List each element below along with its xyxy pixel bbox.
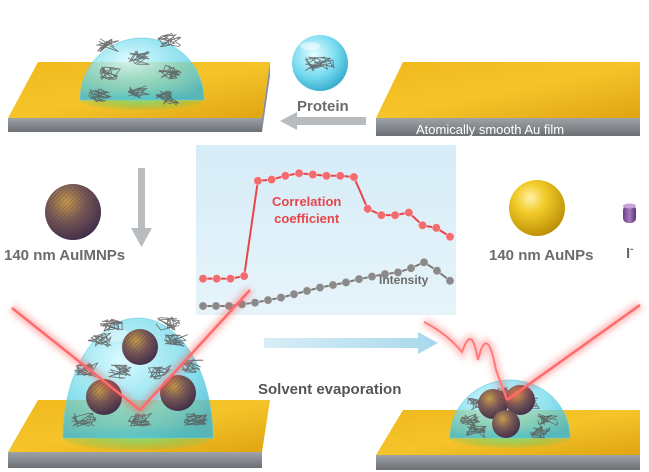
aulmnp-sphere <box>45 184 101 240</box>
series-0-point-17 <box>431 223 441 233</box>
correlation-label-line1: Correlation <box>272 194 342 209</box>
protein-molecule-br-0 <box>459 413 480 427</box>
solvent-evaporation-label: Solvent evaporation <box>258 381 402 398</box>
protein-molecule-bl-1 <box>163 334 188 347</box>
series-1-point-1 <box>211 301 221 311</box>
protein-molecule-6 <box>155 90 180 106</box>
protein-molecule-small <box>304 56 335 72</box>
protein-molecule-5 <box>87 88 112 103</box>
series-0-point-8 <box>308 169 318 180</box>
protein-molecule-bl-4 <box>107 364 132 379</box>
protein-molecule-7 <box>127 85 150 99</box>
protein-molecules-bottom-left <box>71 316 208 427</box>
intensity-series-label: Intensity <box>379 273 429 287</box>
protein-molecule-1 <box>157 32 182 48</box>
protein-molecule-4 <box>127 50 150 65</box>
protein-molecule-3 <box>157 64 182 80</box>
laser-beam-left <box>9 286 254 417</box>
series-0-point-18 <box>445 232 455 242</box>
series-1-point-13 <box>367 271 377 282</box>
protein-molecule-br-6 <box>465 425 487 439</box>
series-1-point-8 <box>302 286 312 296</box>
series-1-point-5 <box>263 295 273 305</box>
solvent-arrow <box>264 332 438 354</box>
correlation-label-line2: coefficient <box>274 211 340 226</box>
protein-molecule-br-1 <box>537 413 559 427</box>
series-1-point-7 <box>289 289 299 299</box>
protein-molecule-bl-10 <box>155 316 181 331</box>
series-1-point-16 <box>406 263 416 273</box>
protein-molecule-bl-9 <box>99 318 124 332</box>
series-1-point-15 <box>393 267 403 277</box>
series-1-point-6 <box>276 292 286 303</box>
series-0-point-3 <box>239 271 249 281</box>
protein-molecule-bl-8 <box>183 412 208 426</box>
series-0-point-1 <box>212 274 222 284</box>
protein-icon <box>292 35 348 91</box>
series-0-point-0 <box>198 274 208 284</box>
protein-molecule-br-3 <box>467 397 489 411</box>
arrow-down <box>131 168 152 247</box>
protein-droplet-top <box>79 22 205 110</box>
protein-molecule-small-0 <box>304 56 335 72</box>
protein-label: Protein <box>297 98 349 115</box>
series-1-point-12 <box>354 274 364 284</box>
series-1-point-18 <box>432 266 442 276</box>
series-1-point-17 <box>419 257 429 267</box>
iodide-label: I- <box>626 244 634 262</box>
series-0-point-4 <box>253 176 263 186</box>
series-1-point-9 <box>315 282 325 293</box>
protein-molecules-top <box>87 32 182 106</box>
series-0-point-11 <box>349 172 359 182</box>
protein-molecule-bl-3 <box>179 358 204 373</box>
iodide-charge: - <box>630 244 634 255</box>
series-1-point-4 <box>250 298 260 308</box>
series-1-point-0 <box>198 301 208 311</box>
protein-molecule-bl-0 <box>87 332 112 348</box>
au-film-substrate <box>376 62 640 136</box>
series-1-point-14 <box>380 269 390 279</box>
chart-panel <box>196 145 456 315</box>
protein-molecule-bl-5 <box>147 364 172 380</box>
series-0-point-14 <box>390 210 400 220</box>
series-0-point-16 <box>417 220 428 230</box>
aulmnps-label: 140 nm AuIMNPs <box>4 247 126 264</box>
au-film-label: Atomically smooth Au film <box>416 122 565 137</box>
series-0-point-2 <box>225 274 236 284</box>
series-0-point-13 <box>376 210 386 220</box>
iodide-ion-icon <box>623 203 636 223</box>
aunp-sphere <box>509 180 565 236</box>
series-0-point-5 <box>267 174 277 185</box>
protein-molecule-bl-6 <box>127 412 152 427</box>
chart-lines <box>198 168 455 311</box>
series-0-point-10 <box>335 171 345 181</box>
aunps-label: 140 nm AuNPs <box>489 247 594 264</box>
protein-molecule-bl-7 <box>71 412 97 427</box>
series-0-point-9 <box>321 171 332 181</box>
protein-molecule-2 <box>99 66 121 81</box>
protein-molecule-br-5 <box>529 425 551 439</box>
series-1-point-11 <box>341 277 351 288</box>
laser-beam-right <box>421 301 643 404</box>
series-0-point-7 <box>294 168 304 178</box>
correlation-series-label: Correlation coefficient <box>272 193 341 227</box>
aunp-clustered-particles <box>478 385 535 438</box>
series-0-point-15 <box>404 208 414 218</box>
series-0-point-12 <box>363 204 373 214</box>
protein-molecule-0 <box>95 38 120 53</box>
arrow-left <box>280 112 366 130</box>
iodide-symbol: I <box>626 245 631 262</box>
series-0-point-6 <box>280 171 290 181</box>
series-1-point-19 <box>445 276 455 286</box>
series-1-point-10 <box>328 280 338 290</box>
